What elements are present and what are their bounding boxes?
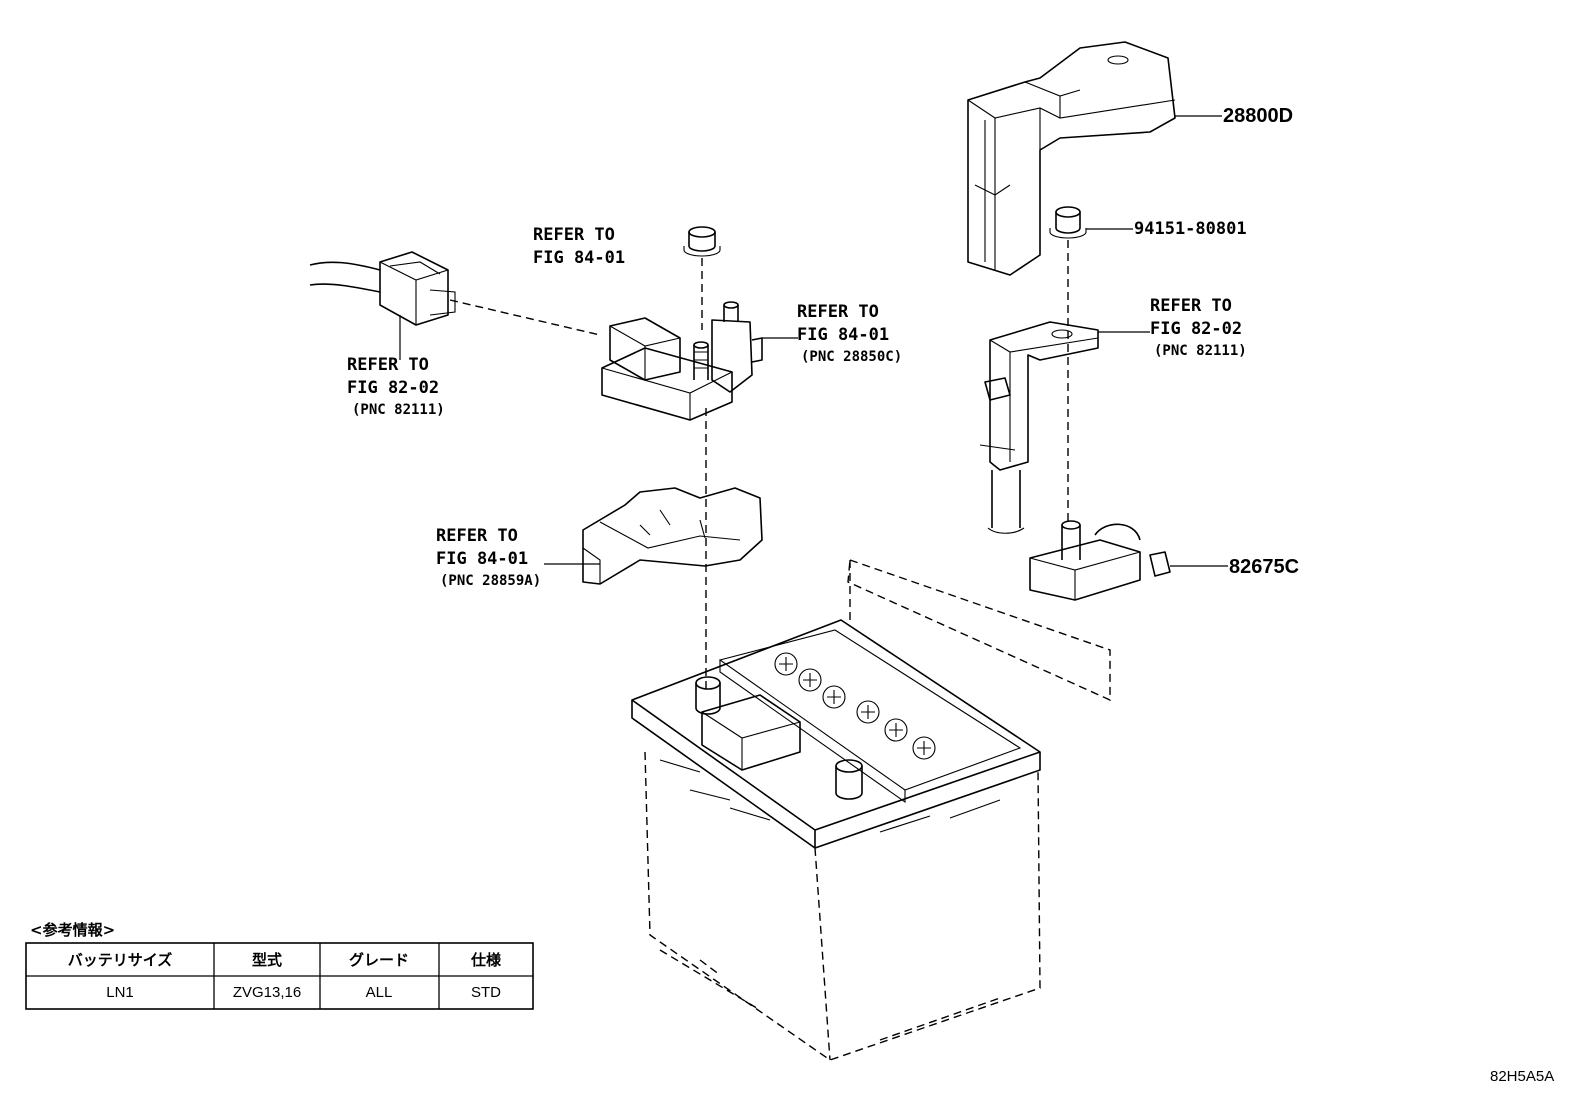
label-clamp-refer: REFER TO FIG 84-01 (PNC 28850C) bbox=[797, 302, 902, 365]
table-header-cell: グレード bbox=[349, 951, 409, 969]
part-number-cover: 28800D bbox=[1223, 105, 1293, 127]
table-cell: ZVG13,16 bbox=[233, 984, 301, 1001]
label-neg-refer: REFER TO FIG 82-02 (PNC 82111) bbox=[1150, 296, 1247, 359]
battery-terminal-illustration bbox=[1029, 520, 1171, 601]
label-top-refer: REFER TO FIG 84-01 bbox=[533, 225, 625, 268]
reference-table: バッテリサイズ 型式 グレード 仕様 LN1 ZVG13,16 ALL STD bbox=[25, 942, 534, 1010]
label-bracket-refer: REFER TO FIG 84-01 (PNC 28859A) bbox=[436, 526, 541, 589]
label-text: REFER TO bbox=[1150, 296, 1232, 316]
label-text: FIG 84-01 bbox=[533, 248, 625, 268]
cable-connector-illustration bbox=[309, 251, 456, 326]
label-text: FIG 84-01 bbox=[797, 325, 889, 345]
positive-clamp-illustration bbox=[601, 301, 763, 421]
label-text: (PNC 82111) bbox=[352, 402, 445, 418]
negative-cable-illustration bbox=[979, 321, 1099, 534]
part-number-nut: 94151-80801 bbox=[1134, 219, 1247, 239]
label-text: FIG 84-01 bbox=[436, 549, 528, 569]
part-number-terminal: 82675C bbox=[1229, 556, 1299, 578]
assembly-guide-lines bbox=[449, 240, 1111, 702]
label-text: REFER TO bbox=[533, 225, 615, 245]
label-text: REFER TO bbox=[436, 526, 518, 546]
table-header-cell: バッテリサイズ bbox=[68, 951, 173, 969]
table-cell: LN1 bbox=[106, 984, 134, 1001]
battery-illustration bbox=[631, 619, 1041, 1061]
label-text: FIG 82-02 bbox=[347, 378, 439, 398]
reference-info: <参考情報> バッテリサイズ 型式 グレード 仕様 LN1 ZVG13,16 A… bbox=[25, 921, 534, 1010]
label-text: REFER TO bbox=[797, 302, 879, 322]
label-cable-refer: REFER TO FIG 82-02 (PNC 82111) bbox=[347, 355, 445, 418]
leader-lines bbox=[399, 115, 1228, 567]
label-text: FIG 82-02 bbox=[1150, 319, 1242, 339]
flange-nut-illustration bbox=[1049, 206, 1087, 239]
label-text: REFER TO bbox=[347, 355, 429, 375]
table-cell: STD bbox=[471, 984, 501, 1001]
table-header-cell: 型式 bbox=[252, 951, 282, 969]
table-cell: ALL bbox=[366, 984, 393, 1001]
bracket-illustration bbox=[582, 487, 763, 585]
terminal-cover-illustration bbox=[967, 41, 1176, 276]
figure-id: 82H5A5A bbox=[1490, 1068, 1554, 1085]
table-header-cell: 仕様 bbox=[470, 951, 502, 969]
reference-caption: <参考情報> bbox=[30, 921, 115, 939]
label-text: (PNC 82111) bbox=[1154, 343, 1247, 359]
label-text: (PNC 28859A) bbox=[440, 573, 541, 589]
label-text: (PNC 28850C) bbox=[801, 349, 902, 365]
upper-nut-illustration bbox=[683, 226, 721, 257]
